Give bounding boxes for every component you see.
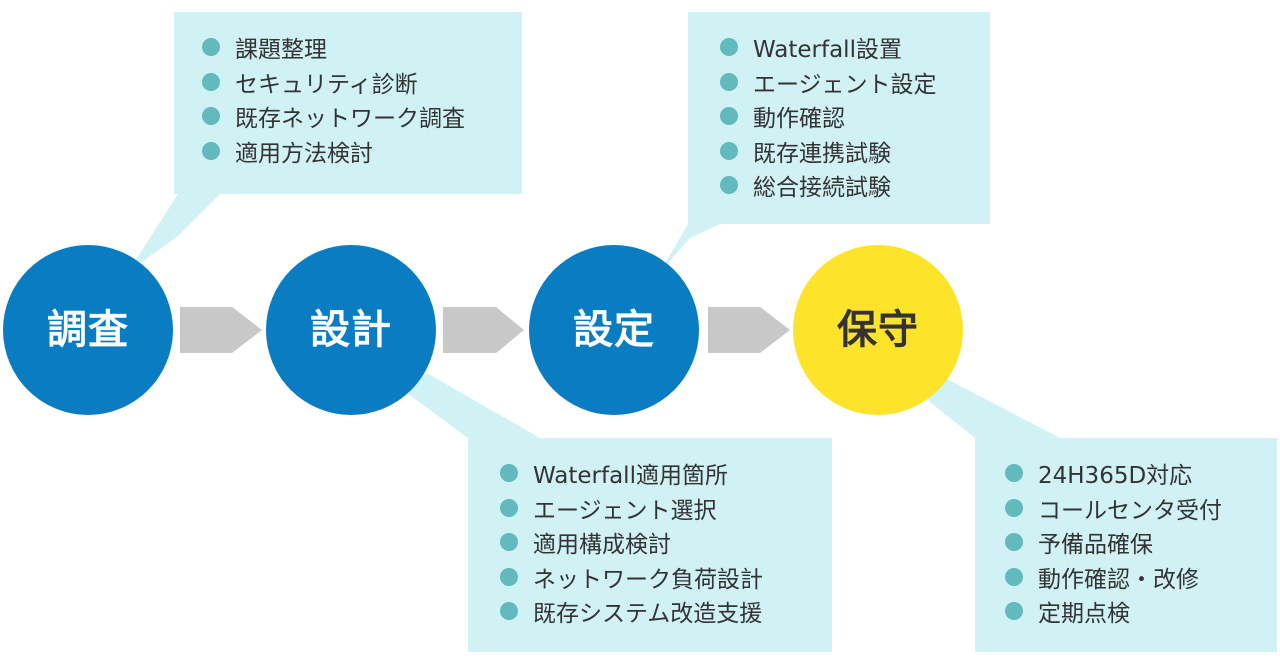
list-item: 予備品確保	[1005, 525, 1222, 560]
list-item-label: 既存システム改造支援	[533, 601, 763, 628]
task-list-hoshu: 24H365D対応 コールセンタ受付 予備品確保 動作確認・改修 定期点検	[1005, 456, 1222, 629]
task-box-hoshu	[975, 438, 1277, 652]
list-item-label: エージェント設定	[753, 71, 937, 98]
list-item-label: 既存ネットワーク調査	[235, 106, 465, 133]
list-item-label: 総合接続試験	[753, 175, 891, 202]
bullet-dot-icon	[720, 176, 738, 195]
list-item-label: 予備品確保	[1038, 532, 1153, 559]
list-item: Waterfall適用箇所	[500, 456, 763, 491]
list-item: 総合接続試験	[720, 168, 937, 203]
bullet-dot-icon	[500, 602, 518, 621]
list-item: エージェント設定	[720, 65, 937, 100]
bullet-dot-icon	[500, 464, 518, 483]
stage-circle-sekkei	[266, 245, 436, 415]
list-item: エージェント選択	[500, 491, 763, 526]
bullet-dot-icon	[1005, 602, 1023, 621]
process-arrow-3	[708, 307, 790, 353]
bullet-dot-icon	[202, 72, 220, 91]
list-item: ネットワーク負荷設計	[500, 560, 763, 595]
task-box-settei	[688, 12, 990, 224]
bullet-dot-icon	[720, 107, 738, 126]
list-item: Waterfall設置	[720, 30, 937, 65]
callout-connector-hoshu	[925, 378, 1060, 438]
list-item: 既存システム改造支援	[500, 594, 763, 629]
bullet-dot-icon	[720, 141, 738, 160]
list-item: 適用構成検討	[500, 525, 763, 560]
list-item: 既存連携試験	[720, 134, 937, 169]
bullet-dot-icon	[1005, 567, 1023, 586]
list-item: 動作確認	[720, 99, 937, 134]
callout-connector-sekkei	[400, 372, 540, 438]
list-item: 動作確認・改修	[1005, 560, 1222, 595]
list-item-label: エージェント選択	[533, 497, 717, 524]
list-item-label: セキュリティ診断	[235, 71, 418, 98]
bullet-dot-icon	[1005, 464, 1023, 483]
bullet-dot-icon	[500, 567, 518, 586]
bullet-dot-icon	[202, 141, 220, 160]
task-box-chousa	[174, 12, 522, 194]
stage-label-hoshu: 保守	[837, 307, 919, 353]
stage-circle-settei	[529, 245, 699, 415]
task-box-sekkei	[468, 438, 832, 652]
stage-label-sekkei: 設計	[310, 307, 392, 353]
list-item-label: 適用構成検討	[533, 532, 671, 559]
task-list-chousa: 課題整理 セキュリティ診断 既存ネットワーク調査 適用方法検討	[202, 30, 465, 168]
list-item-label: コールセンタ受付	[1038, 497, 1222, 524]
bullet-dot-icon	[720, 72, 738, 91]
callout-connector-chousa	[128, 194, 220, 272]
bullet-dot-icon	[202, 38, 220, 57]
bullet-dot-icon	[500, 533, 518, 552]
bullet-dot-icon	[720, 38, 738, 57]
stage-circle-chousa	[3, 245, 173, 415]
stage-circle-hoshu	[793, 245, 963, 415]
list-item: 定期点検	[1005, 594, 1222, 629]
list-item: 適用方法検討	[202, 134, 465, 169]
list-item-label: ネットワーク負荷設計	[533, 566, 763, 593]
process-arrow-1	[180, 307, 262, 353]
list-item-label: 課題整理	[235, 37, 327, 64]
bullet-dot-icon	[1005, 498, 1023, 517]
stage-label-chousa: 調査	[47, 307, 129, 353]
list-item-label: Waterfall適用箇所	[533, 463, 728, 490]
list-item-label: 動作確認・改修	[1038, 566, 1199, 593]
task-list-sekkei: Waterfall適用箇所 エージェント選択 適用構成検討 ネットワーク負荷設計…	[500, 456, 763, 629]
list-item: セキュリティ診断	[202, 65, 465, 100]
list-item: 課題整理	[202, 30, 465, 65]
task-list-settei: Waterfall設置 エージェント設定 動作確認 既存連携試験 総合接続試験	[720, 30, 937, 203]
bullet-dot-icon	[1005, 533, 1023, 552]
bullet-dot-icon	[202, 107, 220, 126]
list-item-label: 定期点検	[1038, 601, 1130, 628]
list-item: 既存ネットワーク調査	[202, 99, 465, 134]
list-item-label: 既存連携試験	[753, 140, 891, 167]
list-item-label: 動作確認	[753, 106, 845, 133]
list-item-label: 適用方法検討	[235, 140, 373, 167]
process-arrow-2	[443, 307, 524, 353]
list-item: コールセンタ受付	[1005, 491, 1222, 526]
list-item-label: Waterfall設置	[753, 37, 902, 64]
bullet-dot-icon	[500, 498, 518, 517]
stage-label-settei: 設定	[573, 307, 655, 353]
callout-connector-settei	[660, 224, 720, 272]
list-item: 24H365D対応	[1005, 456, 1222, 491]
list-item-label: 24H365D対応	[1038, 463, 1193, 490]
